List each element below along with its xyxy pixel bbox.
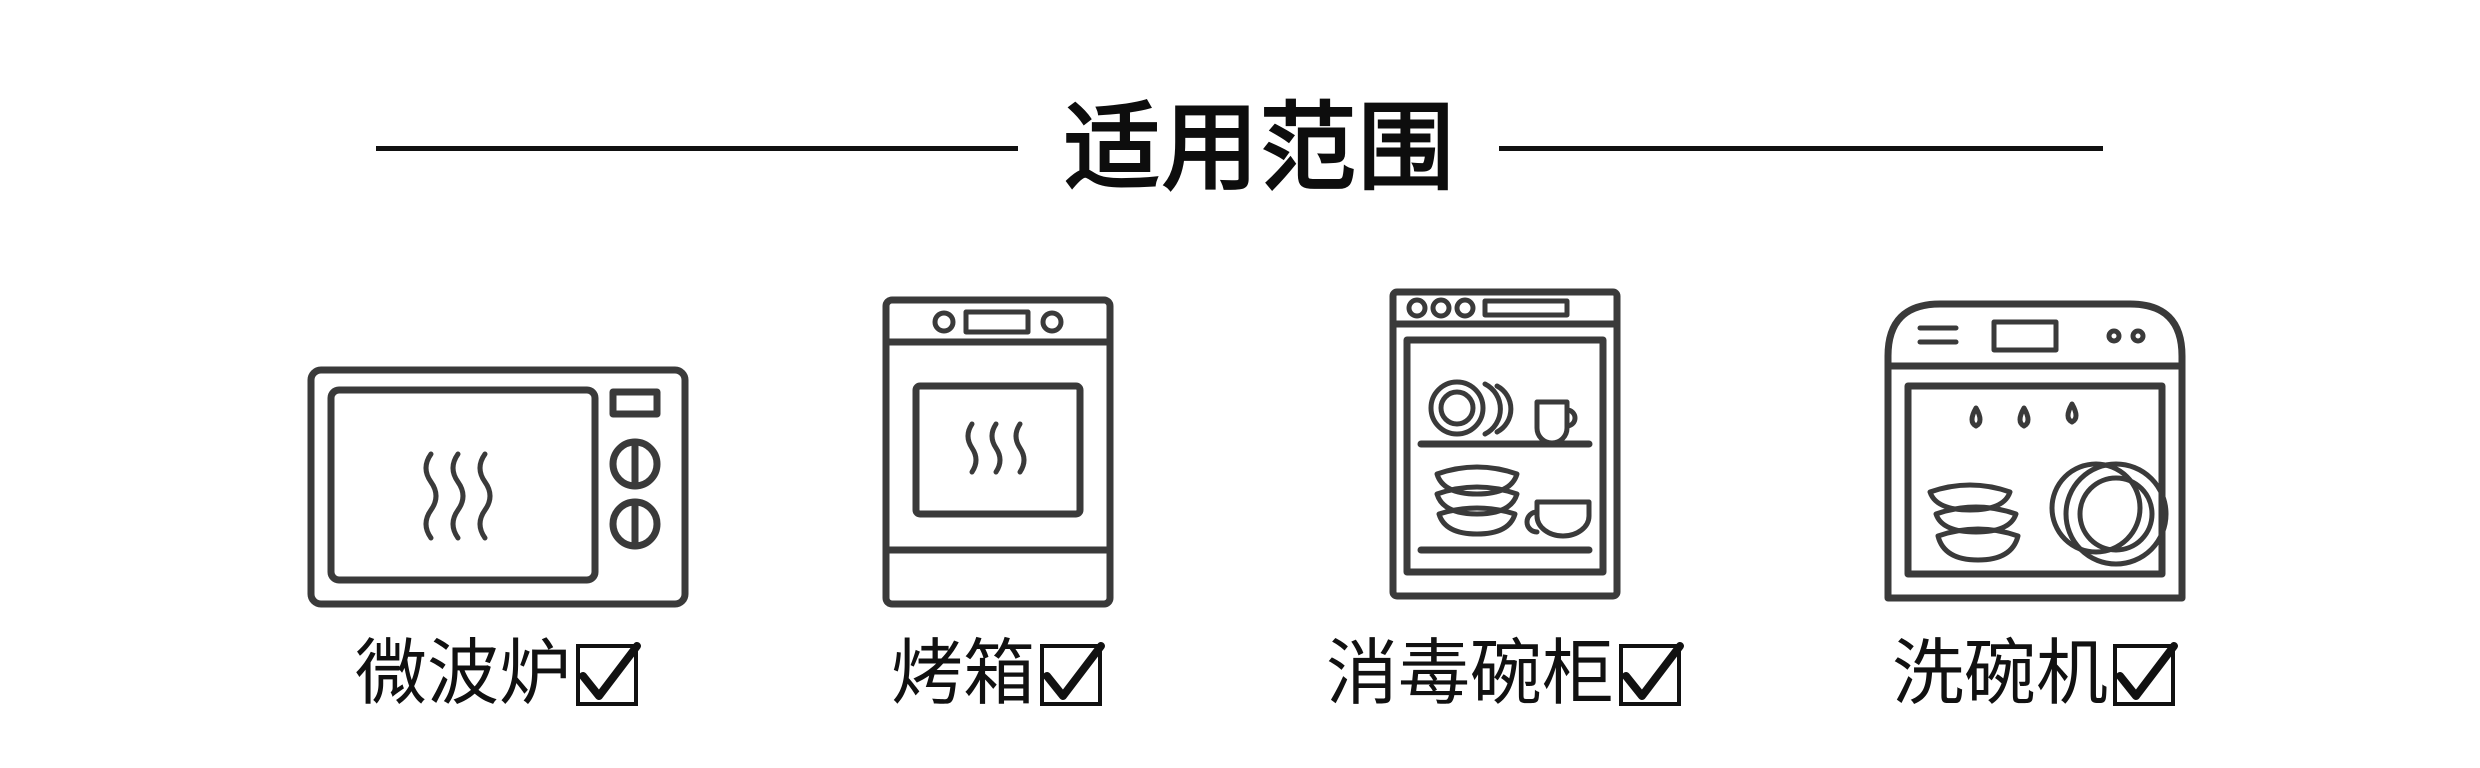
oven-icon [882,296,1114,608]
item-disinfection-cabinet: 消毒碗柜 [1265,270,1745,730]
item-caption-oven: 烤箱 [758,628,1238,718]
checkbox-checked-icon [2112,640,2178,706]
title-rule-right [1499,146,2103,151]
checkbox-checked-icon [1618,640,1684,706]
item-microwave: 微波炉 [258,270,738,730]
item-caption-dishwasher: 洗碗机 [1795,628,2275,718]
item-label: 消毒碗柜 [1325,631,1614,715]
microwave-icon [307,366,689,608]
item-caption-microwave: 微波炉 [258,628,738,718]
checkbox-checked-icon [575,640,641,706]
item-label: 微波炉 [354,631,571,715]
disinfection-cabinet-icon [1389,288,1621,600]
item-dishwasher: 洗碗机 [1795,270,2275,730]
dishwasher-icon [1884,300,2186,602]
item-oven: 烤箱 [758,270,1238,730]
item-label: 洗碗机 [1891,631,2108,715]
section-title: 适用范围 [1064,91,1456,204]
item-label: 烤箱 [890,631,1035,715]
item-caption-disinfection-cabinet: 消毒碗柜 [1265,628,1745,718]
checkbox-checked-icon [1039,640,1105,706]
title-rule-left [376,146,1018,151]
